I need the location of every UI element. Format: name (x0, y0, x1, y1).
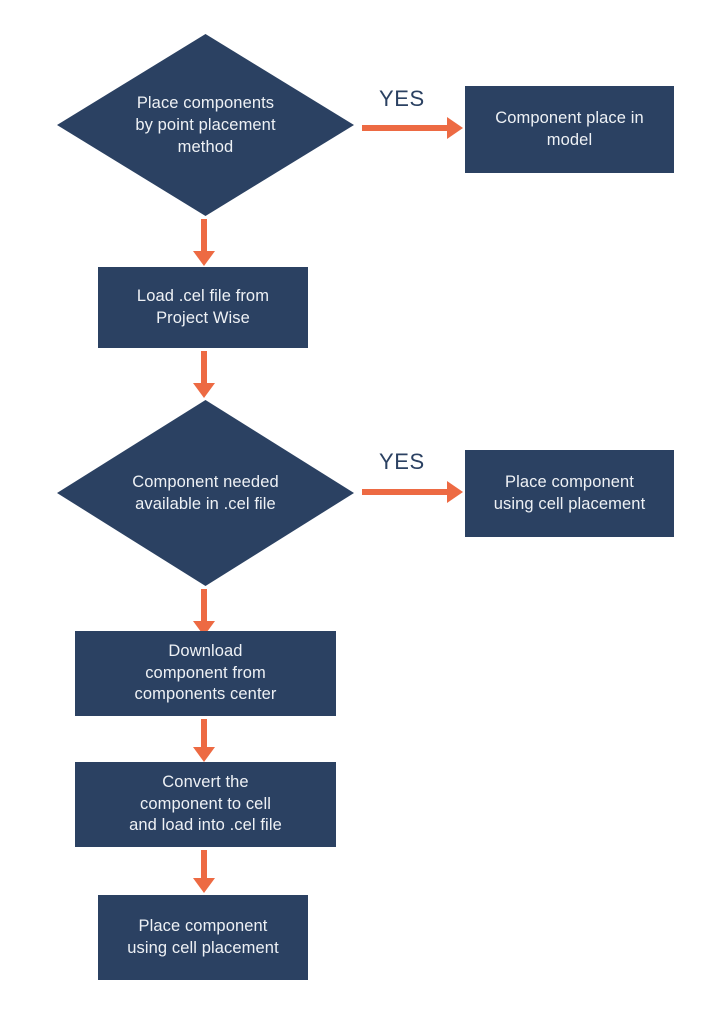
arrow-stem (201, 850, 207, 880)
process-node-component-placed-in-model[interactable]: Component place in model (465, 86, 674, 173)
arrow-stem (201, 351, 207, 385)
diamond-shape (57, 34, 354, 216)
arrow-download-to-convert (193, 719, 215, 762)
arrow-stem (201, 719, 207, 749)
process-node-load-cel-file[interactable]: Load .cel file from Project Wise (98, 267, 308, 348)
process-node-place-component-cell-2[interactable]: Place component using cell placement (98, 895, 308, 980)
arrow-head-icon (193, 383, 215, 398)
decision-node-place-by-point-placement[interactable]: Place components by point placement meth… (57, 34, 354, 216)
arrow-load-cel-to-decision2 (193, 351, 215, 398)
arrow-head-icon (447, 481, 463, 503)
diamond-shape (57, 400, 354, 586)
process-node-convert-component[interactable]: Convert the component to cell and load i… (75, 762, 336, 847)
edge-label-yes-middle: YES (379, 449, 425, 474)
arrow-head-icon (193, 747, 215, 762)
arrow-stem (201, 219, 207, 253)
arrow-decision1-to-load-cel (193, 219, 215, 266)
process-node-place-component-cell-1[interactable]: Place component using cell placement (465, 450, 674, 537)
process-node-download-component[interactable]: Download component from components cente… (75, 631, 336, 716)
arrow-head-icon (193, 878, 215, 893)
arrow-decision2-to-place-component (362, 481, 463, 503)
arrow-decision1-to-component-placed (362, 117, 463, 139)
arrow-stem (201, 589, 207, 623)
arrow-convert-to-place-component (193, 850, 215, 893)
arrow-stem (362, 489, 450, 495)
decision-node-component-available-in-cel[interactable]: Component needed available in .cel file (57, 400, 354, 586)
arrow-head-icon (447, 117, 463, 139)
arrow-stem (362, 125, 450, 131)
edge-label-yes-top: YES (379, 86, 425, 111)
arrow-decision2-to-download-component (193, 589, 215, 636)
arrow-head-icon (193, 251, 215, 266)
